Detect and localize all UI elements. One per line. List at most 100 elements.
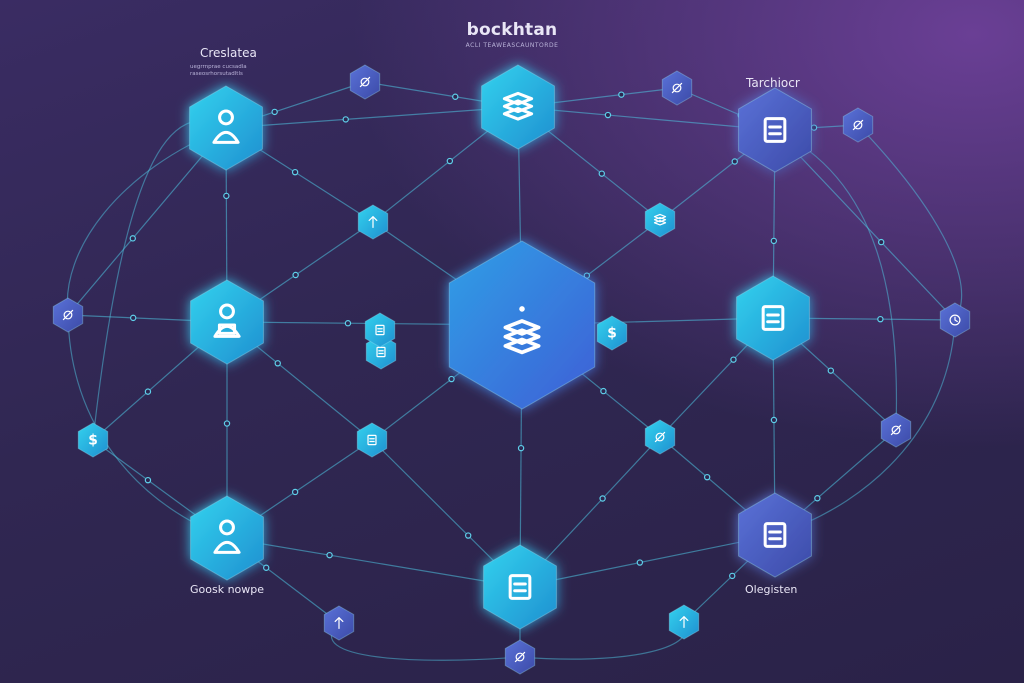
dollar-icon: $ [88,433,98,449]
arrow-up-icon [334,617,344,629]
connection-arc [857,124,963,321]
node-hexagon [77,422,109,458]
node-hexagon [190,279,264,365]
connection-line [226,537,521,588]
person-icon [212,109,240,144]
connector-dot [814,495,821,502]
connection-arc [330,622,521,661]
cube-icon [763,522,787,548]
clock-icon [949,314,961,326]
layered-stack-icon [503,306,541,355]
node-mid-left-person [190,279,264,365]
node-s-mid-7 [364,312,396,348]
node-hexagon [448,240,596,410]
connector-dot [223,420,231,427]
person-icon [213,519,241,554]
node-s-left-1 [52,297,84,333]
connector-dot [810,124,818,131]
node-top-right [738,87,812,173]
node-s-left-2: $ [77,422,109,458]
connector-dot [144,388,152,395]
coin-icon: $ [607,326,617,342]
node-hexagon [738,492,812,578]
connector-dot [703,473,711,481]
node-central-hub [448,240,596,410]
diagram-subtitle: ACLI TEAWEASCAUNTORDE [465,42,559,49]
connector-dot [129,314,137,322]
connector-dot [770,416,778,424]
connector-dot [342,116,349,123]
connector-dot [271,108,278,116]
node-hexagon [356,422,388,458]
svg-text:$: $ [607,326,617,342]
node-hexagon [596,315,628,351]
connection-line [67,127,227,316]
node-s-top-1 [349,64,381,100]
user-check-icon [671,82,683,94]
connector-dot [144,476,152,484]
connector-dot [827,367,835,374]
connector-dot [877,315,884,323]
node-s-right-3 [939,302,971,338]
connector-dot [223,192,230,200]
box-icon [376,346,386,358]
connector-dot [465,532,472,539]
connection-arc [774,319,956,536]
node-s-mid-1 [357,204,389,240]
node-hexagon [189,85,263,171]
node-hexagon [190,495,264,581]
label-bottom-right: Olegisten [745,583,798,596]
connector-dot [292,271,299,279]
arrow-up-icon [368,216,378,228]
node-hexagon [738,87,812,173]
node-s-mid-6 [644,419,676,455]
node-top-center [481,64,555,150]
connector-dot [600,387,607,395]
chip-icon [763,117,787,143]
node-s-mid-4: $ [596,315,628,351]
connector-dot [291,168,299,176]
connector-dot [604,111,612,119]
chip-icon [761,305,785,331]
connector-dot [731,158,738,165]
person-network-icon [213,303,241,338]
connector-dot [517,444,525,452]
stack-icon [653,213,667,226]
node-hexagon [483,544,557,630]
scooter-icon [852,119,864,131]
node-mid-right [736,275,810,361]
connector-dot [636,559,644,566]
node-layer: $$ [52,64,971,675]
node-bottom-left-person [190,495,264,581]
link-icon [359,76,371,88]
label-top-right: Tarchiocr [746,76,800,90]
diagram-title: bockhtan [466,20,558,40]
connector-dot [729,572,736,580]
connector-dot [129,235,136,242]
connector-dot [770,237,778,245]
connection-line [774,129,956,321]
connector-dot [598,170,605,177]
wallet-icon [62,309,74,321]
connector-dot [878,238,885,246]
connector-dot [452,93,459,100]
cube-icon [375,324,385,336]
node-bottom-center [483,544,557,630]
node-s-mid-3 [365,334,397,370]
connector-dot [291,488,299,496]
node-hexagon [481,64,555,150]
wallet-icon [890,424,902,436]
node-s-mid-2 [644,202,676,238]
connection-arc [774,129,898,431]
connection-line [225,106,519,129]
document-icon [367,434,377,446]
node-s-right-2 [842,107,874,143]
node-hexagon [364,312,396,348]
node-s-mid-5 [356,422,388,458]
connector-dot [263,564,270,571]
label-top-left-sub: uegrrnprae cucsadla raseosrhorsutadltls [190,64,247,77]
connector-dot [326,551,333,559]
connector-dot [730,356,737,363]
